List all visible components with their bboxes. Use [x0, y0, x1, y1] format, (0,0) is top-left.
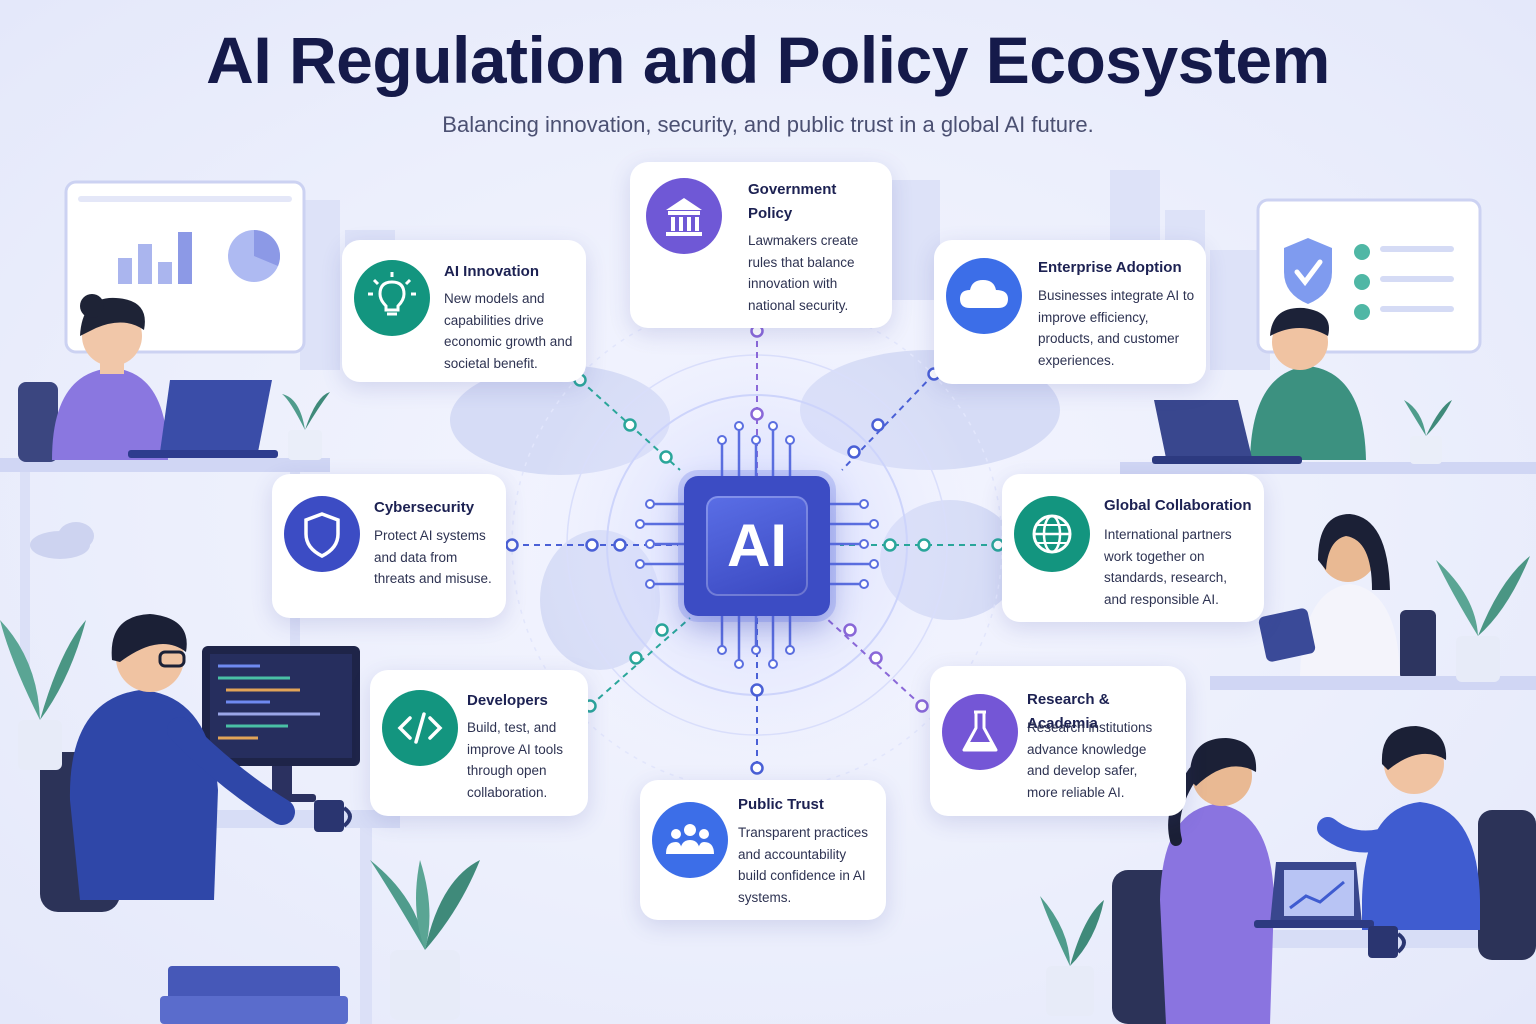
plant-far-left — [0, 620, 86, 770]
connector-research-academia-node — [869, 651, 883, 665]
card-global-collaboration: Global Collaboration International partn… — [1002, 474, 1264, 622]
card-ai-innovation: AI Innovation New models and capabilitie… — [342, 240, 586, 382]
plant-bottom-right — [1040, 896, 1104, 1016]
card-title: Global Collaboration — [1104, 497, 1252, 514]
card-title: Enterprise Adoption — [1038, 259, 1182, 276]
connector-ai-innovation-node — [659, 450, 673, 464]
cloud-icon — [946, 258, 1022, 334]
circuit-pad — [635, 559, 645, 569]
plant-right-desk — [1404, 400, 1452, 464]
circuit-pad — [751, 645, 761, 655]
card-description: Businesses integrate AI to improve effic… — [1038, 288, 1195, 368]
card-title: Developers — [467, 692, 548, 709]
card-title: Cybersecurity — [374, 499, 475, 516]
circuit-pad — [768, 421, 778, 431]
man-at-laptop — [1152, 307, 1366, 464]
card-description: Lawmakers create rules that balance inno… — [748, 233, 859, 313]
circuit-pad — [869, 519, 879, 529]
meeting-scene — [1112, 726, 1536, 1024]
circuit-pad — [768, 659, 778, 669]
connector-global-collaboration-node — [917, 538, 931, 552]
card-description: Build, test, and improve AI tools throug… — [467, 720, 564, 800]
card-title: Government Policy — [748, 181, 837, 222]
connector-enterprise-adoption-node — [847, 445, 861, 459]
ai-chip-label: AI — [706, 496, 808, 596]
circuit-pad — [645, 579, 655, 589]
card-description: Research institutions advance knowledge … — [1027, 720, 1153, 800]
circuit-pad — [717, 435, 727, 445]
connector-research-academia-node — [843, 623, 857, 637]
connector-cybersecurity-node — [585, 538, 599, 552]
card-developers: Developers Build, test, and improve AI t… — [370, 670, 588, 816]
code-icon — [382, 690, 458, 766]
card-description: International partners work together on … — [1104, 527, 1232, 607]
card-description: New models and capabilities drive econom… — [444, 291, 573, 371]
connector-enterprise-adoption-node — [871, 418, 885, 432]
circuit-pad — [751, 435, 761, 445]
books-and-plant — [160, 860, 480, 1024]
woman-at-laptop — [18, 294, 278, 462]
connector-ai-innovation-node — [623, 418, 637, 432]
government-building-icon — [646, 178, 722, 254]
connector-developers-node — [629, 651, 643, 665]
connector-research-academia-node — [915, 699, 929, 713]
ai-chip: AI — [684, 476, 830, 616]
shield-icon — [284, 496, 360, 572]
people-icon — [652, 802, 728, 878]
circuit-pad — [869, 559, 879, 569]
page-title: AI Regulation and Policy Ecosystem — [206, 23, 1330, 97]
card-enterprise-adoption: Enterprise Adoption Businesses integrate… — [934, 240, 1206, 384]
connector-cybersecurity-node — [613, 538, 627, 552]
card-title: AI Innovation — [444, 263, 539, 280]
flask-icon — [942, 694, 1018, 770]
connector-public-trust-node — [750, 683, 764, 697]
circuit-pad — [859, 539, 869, 549]
card-public-trust: Public Trust Transparent practices and a… — [640, 780, 886, 920]
connector-cybersecurity-node — [505, 538, 519, 552]
card-description: Protect AI systems and data from threats… — [374, 528, 492, 586]
circuit-pad — [734, 659, 744, 669]
card-title: Research & Academia — [1027, 691, 1110, 732]
card-description: Transparent practices and accountability… — [738, 825, 869, 905]
card-research-academia: Research & Academia Research institution… — [930, 666, 1186, 816]
connector-public-trust-node — [750, 761, 764, 775]
globe-icon — [1014, 496, 1090, 572]
woman-with-tablet — [1210, 514, 1536, 690]
circuit-pad — [645, 499, 655, 509]
connector-global-collaboration-node — [883, 538, 897, 552]
circuit-pad — [785, 435, 795, 445]
plant-far-right — [1436, 556, 1530, 682]
circuit-pad — [645, 539, 655, 549]
connector-developers-node — [655, 623, 669, 637]
card-cybersecurity: Cybersecurity Protect AI systems and dat… — [272, 474, 506, 618]
developer-at-monitor — [40, 614, 400, 1024]
circuit-pad — [734, 421, 744, 431]
circuit-pad — [717, 645, 727, 655]
page-subtitle: Balancing innovation, security, and publ… — [442, 112, 1094, 137]
circuit-pad — [785, 645, 795, 655]
circuit-pad — [859, 499, 869, 509]
lightbulb-icon — [354, 260, 430, 336]
connector-government-policy-node — [750, 407, 764, 421]
circuit-pad — [859, 579, 869, 589]
plant-left-desk — [282, 392, 330, 460]
circuit-pad — [635, 519, 645, 529]
card-title: Public Trust — [738, 796, 824, 813]
card-government-policy: Government Policy Lawmakers create rules… — [630, 162, 892, 328]
